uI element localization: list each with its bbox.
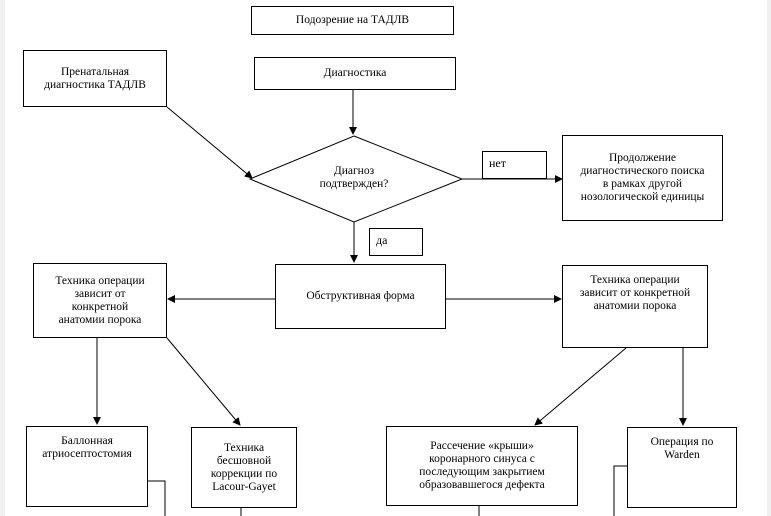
connector-layer [93, 90, 687, 516]
edge-label-no: нет [482, 151, 547, 179]
connector-warden-down [613, 465, 627, 516]
suspicion-box: Подозрение на ТАДЛВ [251, 6, 454, 35]
connector-balloon-down [148, 480, 166, 516]
sutureless-technique-box: Техника бесшовной коррекции по Lacour-Ga… [191, 427, 297, 508]
balloon-septostomy-box: Баллонная атриосептостомия [26, 426, 148, 507]
flowchart-page: Подозрение на ТАДЛВ Пренатальная диагнос… [5, 0, 767, 516]
obstructive-form-box: Обструктивная форма [275, 264, 446, 329]
continue-search-box: Продолжение диагностического поиска в ра… [562, 135, 723, 221]
arrow-prenatal-to-decision [166, 106, 253, 179]
edge-label-yes: да [369, 228, 423, 256]
technique-left-box: Техника операции зависит от конкретной а… [33, 263, 167, 338]
arrow-right-to-dissection [534, 347, 627, 426]
warden-operation-box: Операция по Warden [627, 427, 737, 508]
diagnostics-box: Диагностика [254, 57, 456, 90]
coronary-sinus-dissection-box: Рассечение «крыши» коронарного синуса с … [386, 426, 578, 506]
decision-text: Диагноз подтвержден? [319, 165, 389, 190]
prenatal-diagnostics-box: Пренатальная диагностика ТАДЛВ [23, 50, 167, 107]
technique-right-box: Техника операции зависит от конкретной а… [562, 265, 708, 348]
arrow-left-to-sutureless [166, 337, 241, 426]
